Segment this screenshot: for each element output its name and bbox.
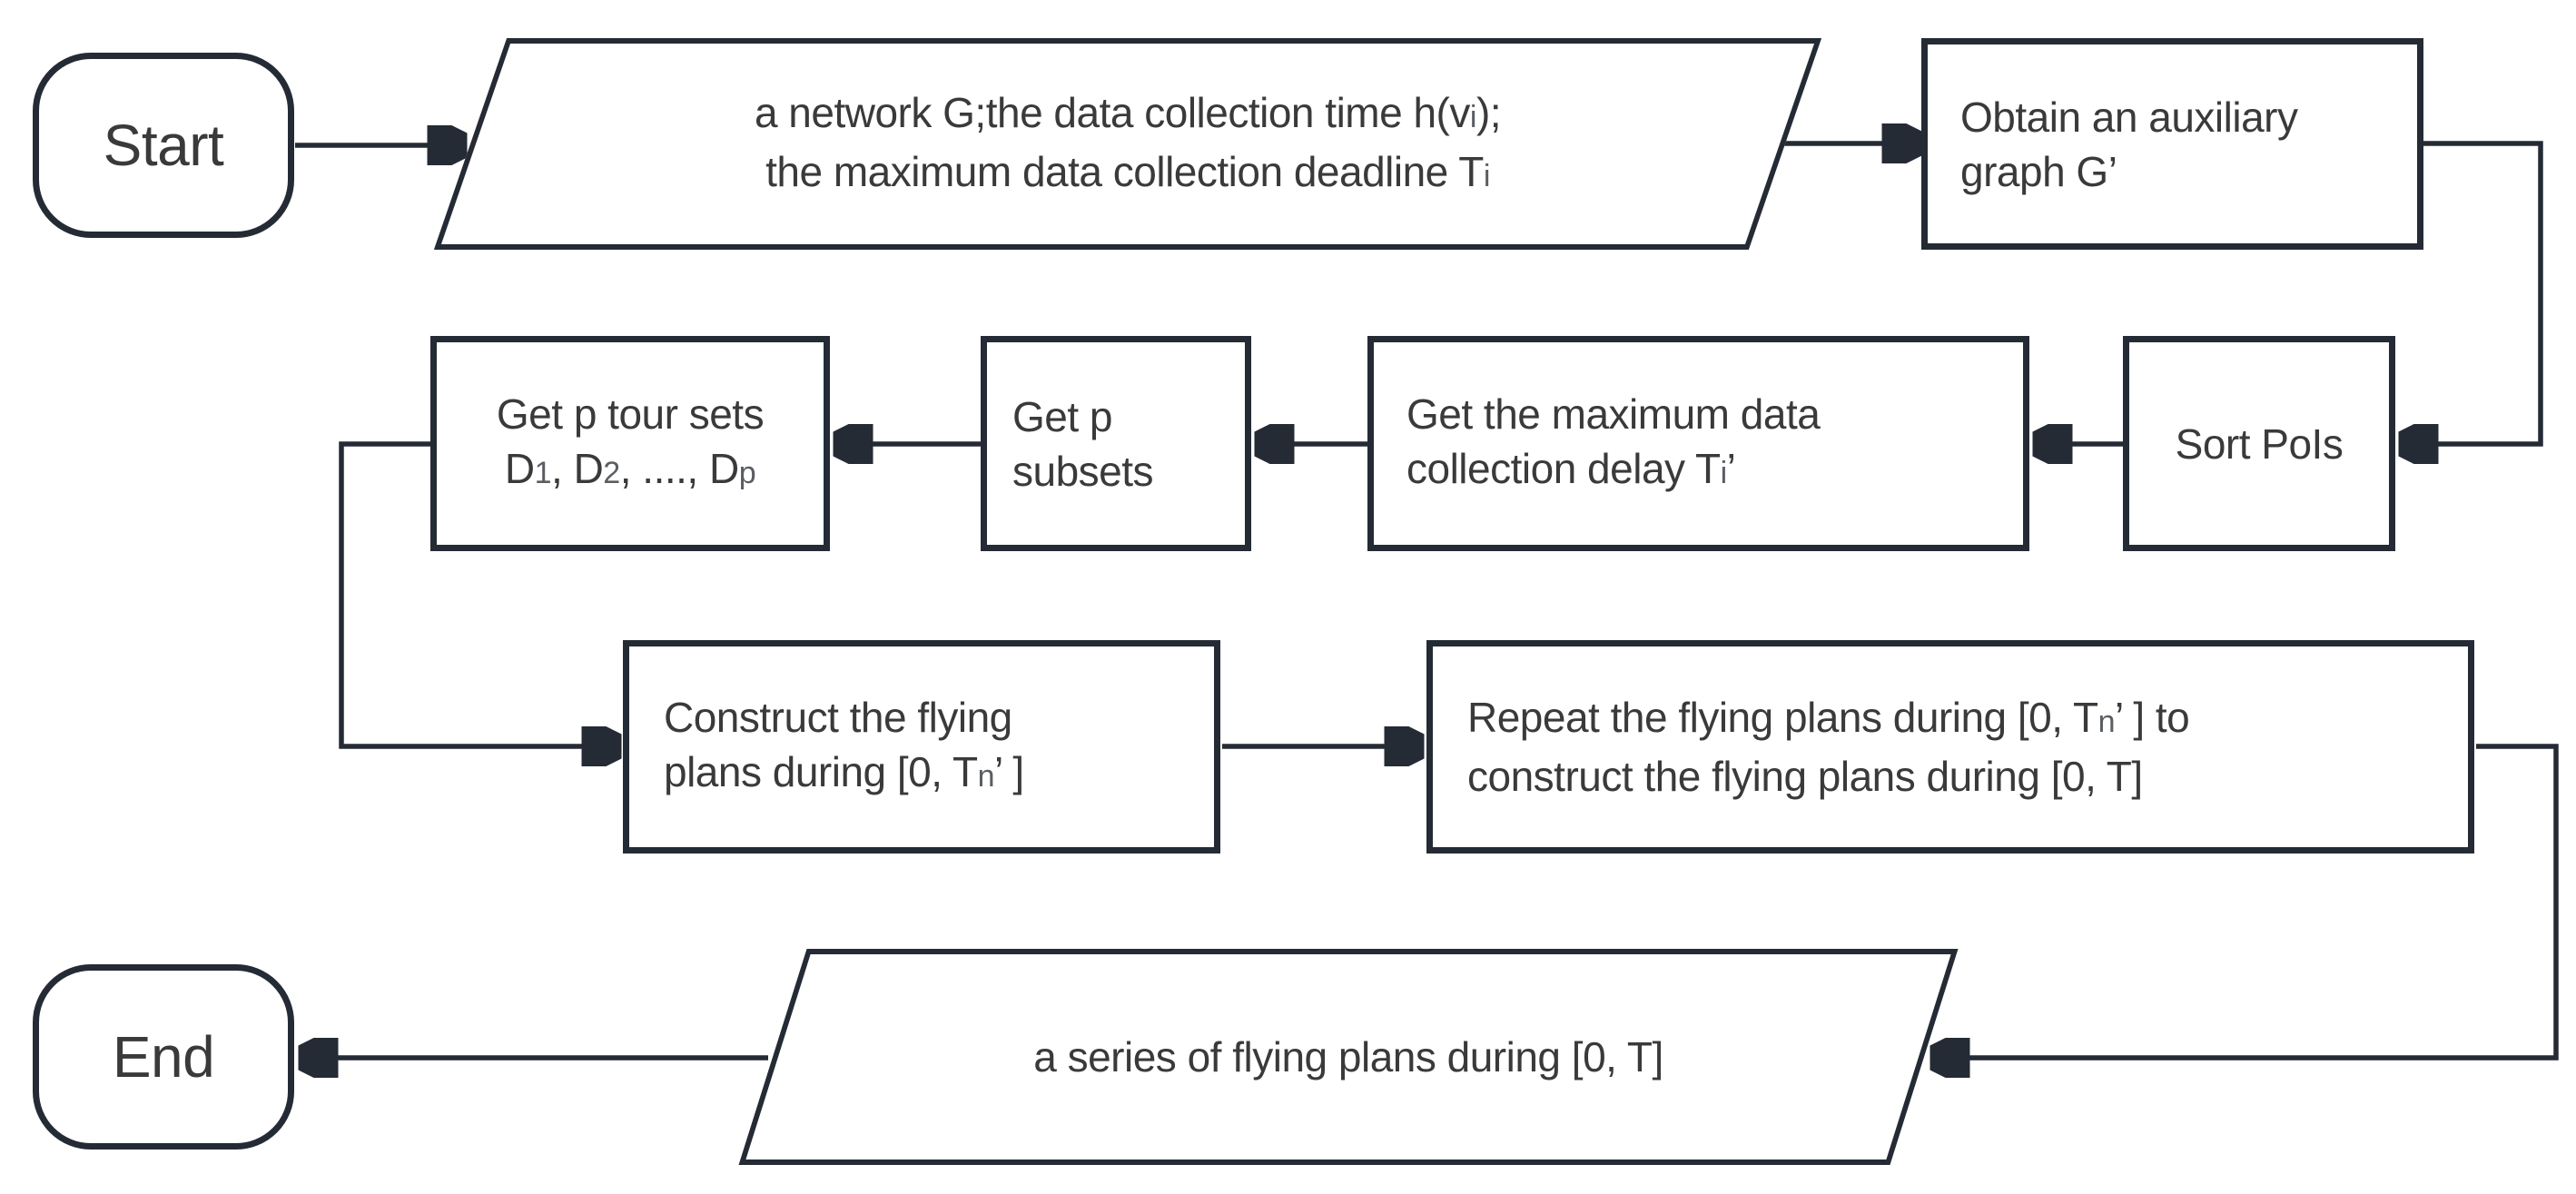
end-node: End bbox=[33, 964, 294, 1150]
output-plans-line-1: a series of flying plans during [0, T] bbox=[1033, 1033, 1663, 1081]
input-data-line-2: the maximum data collection deadline Ti bbox=[765, 147, 1490, 195]
edge-repeat-to-output-arrow bbox=[1934, 744, 2559, 1058]
repeat-plans-node: Repeat the flying plans during [0, Tn’ ]… bbox=[1426, 640, 2474, 854]
get-max-delay-line-2: collection delay Ti’ bbox=[1406, 445, 1736, 492]
construct-plans-node: Construct the flying plans during [0, Tn… bbox=[623, 640, 1220, 854]
input-data-line-1: a network G;the data collection time h(v… bbox=[754, 88, 1502, 136]
edge-aux-to-sort-arrow bbox=[2403, 141, 2543, 444]
output-plans-node: a series of flying plans during [0, T] bbox=[736, 949, 1960, 1165]
repeat-plans-line-1: Repeat the flying plans during [0, Tn’ ]… bbox=[1467, 694, 2190, 741]
get-p-tour-sets-line-2: D1, D2, ...., Dp bbox=[504, 445, 756, 492]
get-p-subsets-line-2: subsets bbox=[1012, 447, 1154, 495]
get-p-subsets-line-1: Get p bbox=[1012, 392, 1113, 440]
get-p-subsets-node: Get p subsets bbox=[981, 336, 1251, 551]
sort-pois-line-1: Sort PoIs bbox=[2175, 419, 2344, 468]
start-node: Start bbox=[33, 53, 294, 238]
construct-plans-line-1: Construct the flying bbox=[664, 694, 1012, 741]
end-label: End bbox=[112, 1024, 215, 1090]
sort-pois-node: Sort PoIs bbox=[2123, 336, 2395, 551]
get-max-delay-node: Get the maximum data collection delay Ti… bbox=[1367, 336, 2029, 551]
get-max-delay-line-1: Get the maximum data bbox=[1406, 390, 1821, 438]
get-p-tour-sets-node: Get p tour sets D1, D2, ...., Dp bbox=[430, 336, 830, 551]
edge-toursets-to-construct-arrow bbox=[339, 441, 617, 746]
obtain-aux-graph-line-1: Obtain an auxiliary bbox=[1960, 93, 2298, 141]
input-data-node: a network G;the data collection time h(v… bbox=[433, 38, 1822, 250]
start-label: Start bbox=[103, 113, 224, 178]
obtain-aux-graph-line-2: graph G’ bbox=[1960, 147, 2117, 195]
construct-plans-line-2: plans during [0, Tn’ ] bbox=[664, 748, 1024, 795]
get-p-tour-sets-line-1: Get p tour sets bbox=[496, 390, 765, 438]
obtain-aux-graph-node: Obtain an auxiliary graph G’ bbox=[1921, 38, 2423, 250]
repeat-plans-line-2: construct the flying plans during [0, T] bbox=[1467, 753, 2143, 800]
